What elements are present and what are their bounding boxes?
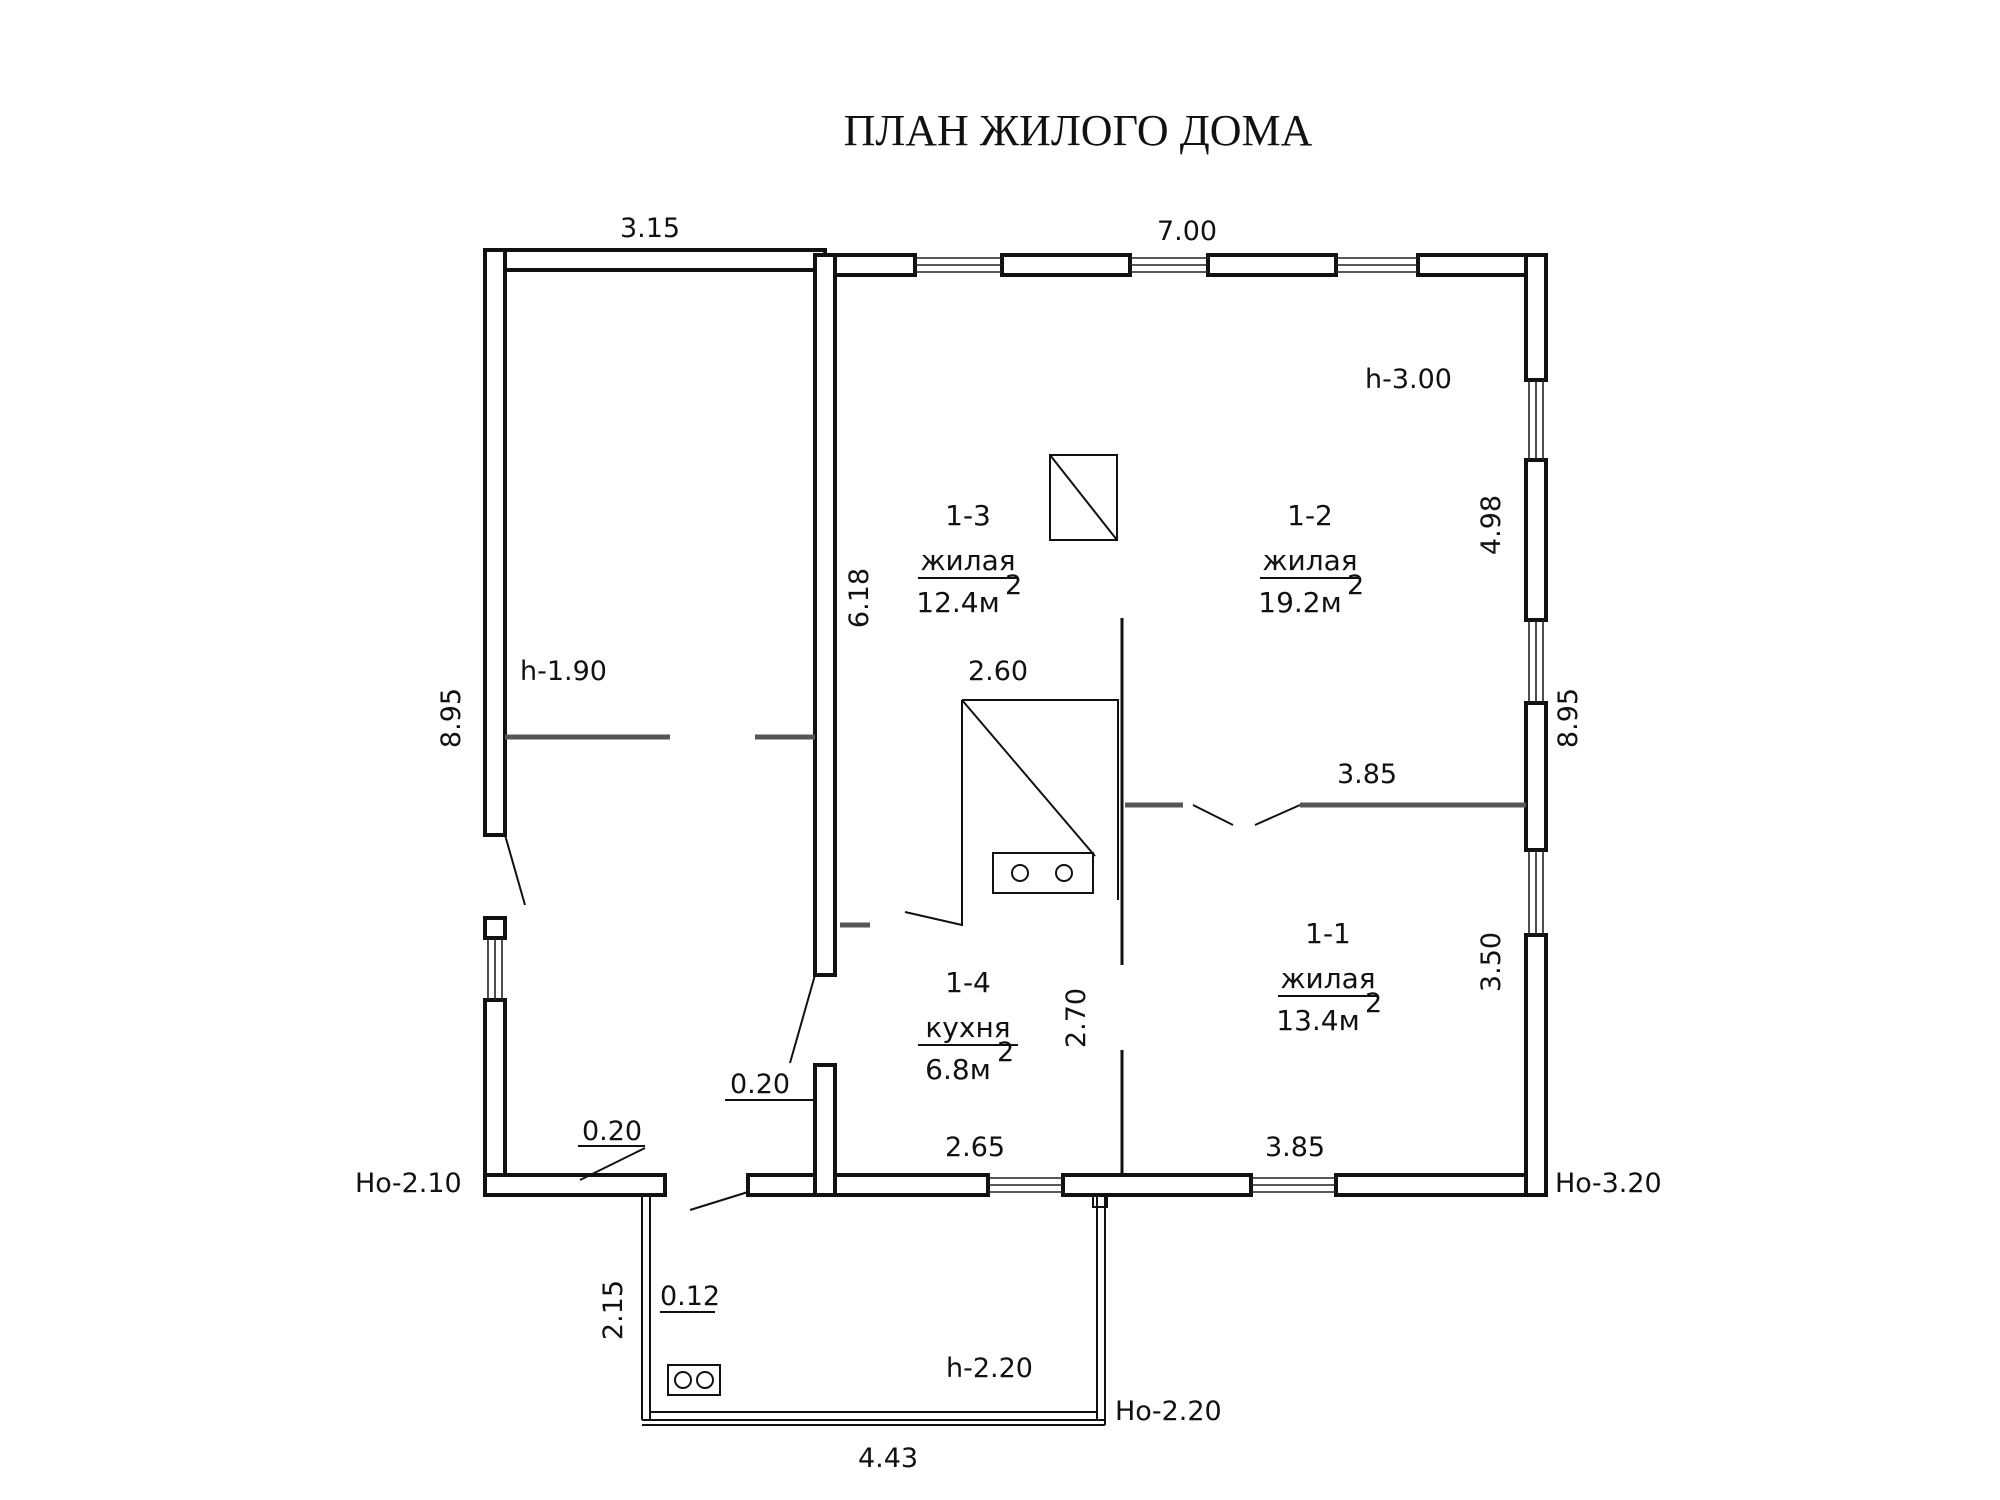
dim-stove-width: 2.60	[968, 656, 1028, 687]
plan-title: ПЛАН ЖИЛОГО ДОМА	[844, 106, 1313, 155]
wall-bottom-c	[1334, 1173, 1548, 1197]
window-right-3	[1528, 850, 1544, 935]
svg-text:2: 2	[1365, 988, 1382, 1019]
dim-right-upper: 4.98	[1476, 495, 1507, 555]
wall-bottom-left	[483, 1173, 667, 1197]
dim-kitchen-width: 2.65	[945, 1132, 1005, 1163]
svg-text:13.4м: 13.4м	[1276, 1004, 1359, 1037]
wall-top-b	[1000, 253, 1132, 277]
dim-kitchen-height: 2.70	[1061, 988, 1092, 1048]
burner-icon	[1055, 864, 1073, 882]
dim-partition-height: 6.18	[844, 568, 875, 628]
veranda-burner-icon	[674, 1371, 692, 1389]
wall-bottom-b	[1061, 1173, 1253, 1197]
window-top-3	[1336, 257, 1418, 273]
svg-text:кухня: кухня	[925, 1011, 1010, 1044]
window-right-1	[1528, 380, 1544, 460]
svg-text:1-2: 1-2	[1287, 499, 1333, 532]
window-bottom-1	[988, 1177, 1063, 1193]
door-storage	[579, 1147, 646, 1181]
window-bottom-2	[1251, 1177, 1336, 1193]
svg-text:жилая: жилая	[920, 544, 1015, 577]
veranda	[641, 1194, 1108, 1426]
veranda-burner-icon	[696, 1371, 714, 1389]
svg-text:1-1: 1-1	[1305, 917, 1351, 950]
chimney	[1049, 454, 1118, 541]
svg-text:жилая: жилая	[1262, 544, 1357, 577]
wall-top-corner	[1524, 253, 1548, 382]
burner-icon	[1011, 864, 1029, 882]
dim-veranda-height: 2.15	[598, 1280, 629, 1340]
wall-left-upper	[483, 248, 507, 837]
height-main: h-3.00	[1365, 364, 1452, 395]
svg-text:жилая: жилая	[1280, 962, 1375, 995]
svg-text:1-4: 1-4	[945, 966, 991, 999]
wall-bottom-mid	[746, 1173, 990, 1197]
wall-left-stub	[483, 916, 507, 940]
wall-right-b	[1524, 701, 1548, 852]
dim-veranda-wall-group: 0.12	[660, 1281, 720, 1313]
dim-right-height: 8.95	[1553, 688, 1584, 748]
wall-partition-lower	[813, 1063, 837, 1197]
dim-right-lower: 3.50	[1476, 932, 1507, 992]
dim-wall-left-group: 0.20	[578, 1116, 645, 1147]
dim-veranda-wall: 0.12	[660, 1281, 720, 1312]
level-veranda: Hо-2.20	[1115, 1396, 1222, 1427]
wall-right-c	[1524, 933, 1548, 1197]
door-kitchen-left	[789, 974, 816, 1064]
room-1-4: 1-4 кухня 6.8м 2	[918, 966, 1018, 1086]
room-1-2: 1-2 жилая 19.2м 2	[1258, 499, 1364, 619]
svg-text:2: 2	[997, 1037, 1014, 1068]
svg-text:1-3: 1-3	[945, 499, 991, 532]
stove	[904, 699, 1119, 927]
dim-wall-left: 0.20	[582, 1116, 642, 1147]
height-veranda: h-2.20	[946, 1353, 1033, 1384]
wall-left-lower	[483, 998, 507, 1197]
dim-veranda-width: 4.43	[858, 1443, 918, 1474]
dim-left-height: 8.95	[436, 688, 467, 748]
door-center	[1192, 804, 1234, 826]
window-top-2	[1130, 257, 1208, 273]
dim-top-right: 7.00	[1157, 216, 1217, 247]
door-left	[504, 834, 526, 906]
room-1-3: 1-3 жилая 12.4м 2	[916, 499, 1022, 619]
dim-room-1-1-width: 3.85	[1265, 1132, 1325, 1163]
wall-right-a	[1524, 458, 1548, 622]
window-right-2	[1528, 620, 1544, 703]
window-left	[487, 938, 503, 1000]
window-top-1	[915, 257, 1002, 273]
svg-text:2: 2	[1005, 570, 1022, 601]
wall-partition-main	[813, 253, 837, 977]
level-right: Hо-3.20	[1555, 1168, 1662, 1199]
svg-text:2: 2	[1347, 570, 1364, 601]
wall-top-left	[483, 248, 827, 272]
svg-text:6.8м: 6.8м	[925, 1053, 991, 1086]
door-entrance	[689, 1191, 749, 1211]
dim-partition-1-1-1-2: 3.85	[1337, 759, 1397, 790]
svg-text:12.4м: 12.4м	[916, 586, 999, 619]
wall-top-c	[1206, 253, 1338, 277]
svg-text:19.2м: 19.2м	[1258, 586, 1341, 619]
dim-wall-mid: 0.20	[730, 1069, 790, 1100]
dim-top-left: 3.15	[620, 213, 680, 244]
room-1-1: 1-1 жилая 13.4м 2	[1276, 917, 1382, 1037]
door-center-2	[1254, 804, 1301, 826]
dim-wall-mid-group: 0.20	[725, 1069, 815, 1101]
height-storage: h-1.90	[520, 656, 607, 687]
level-left: Hо-2.10	[355, 1168, 462, 1199]
